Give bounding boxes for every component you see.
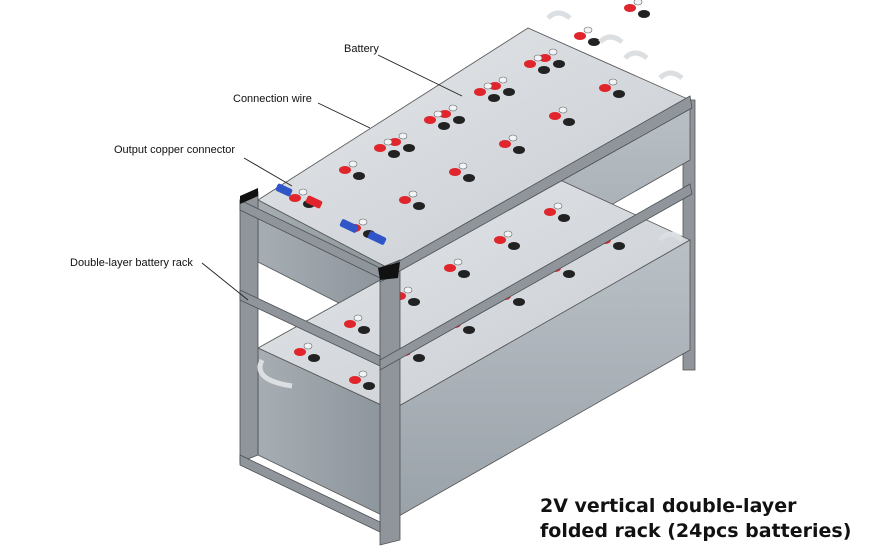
connection-wire-loops (257, 10, 684, 389)
figure-caption: 2V vertical double-layer folded rack (24… (540, 494, 851, 544)
rack-frame (239, 95, 693, 546)
battery-cell (499, 134, 525, 154)
battery-cell (494, 230, 520, 250)
upper-battery-grid (289, 0, 650, 238)
battery-cell (599, 78, 625, 98)
output-copper-connector (275, 183, 387, 245)
battery-cell (294, 342, 320, 362)
battery-cell (444, 258, 470, 278)
battery-cell (624, 0, 650, 18)
caption-line-2: folded rack (24pcs batteries) (540, 520, 852, 542)
battery-cell (539, 48, 565, 68)
rack-corner-cap (378, 262, 400, 280)
battery-cell (574, 26, 600, 46)
battery-cell (344, 314, 370, 334)
connection-wire-callout: Connection wire (233, 93, 312, 105)
rack-corner-cap (240, 188, 258, 204)
battery-cell (399, 190, 425, 210)
battery-cell (549, 106, 575, 126)
battery-cell (474, 82, 500, 102)
battery-cell (449, 162, 475, 182)
leader-lines (201, 54, 463, 301)
battery-rack-callout: Double-layer battery rack (70, 257, 193, 269)
battery-cell (439, 104, 465, 124)
output-copper-connector-callout: Output copper connector (114, 144, 236, 156)
battery-cell (349, 370, 375, 390)
caption-line-1: 2V vertical double-layer (540, 495, 797, 517)
battery-cell (524, 54, 550, 74)
battery-cell (424, 110, 450, 130)
battery-cell (374, 138, 400, 158)
battery-cell (544, 202, 570, 222)
battery-cell (339, 160, 365, 180)
battery-cell (389, 132, 415, 152)
battery-cell (489, 76, 515, 96)
battery-callout: Battery (344, 43, 379, 55)
